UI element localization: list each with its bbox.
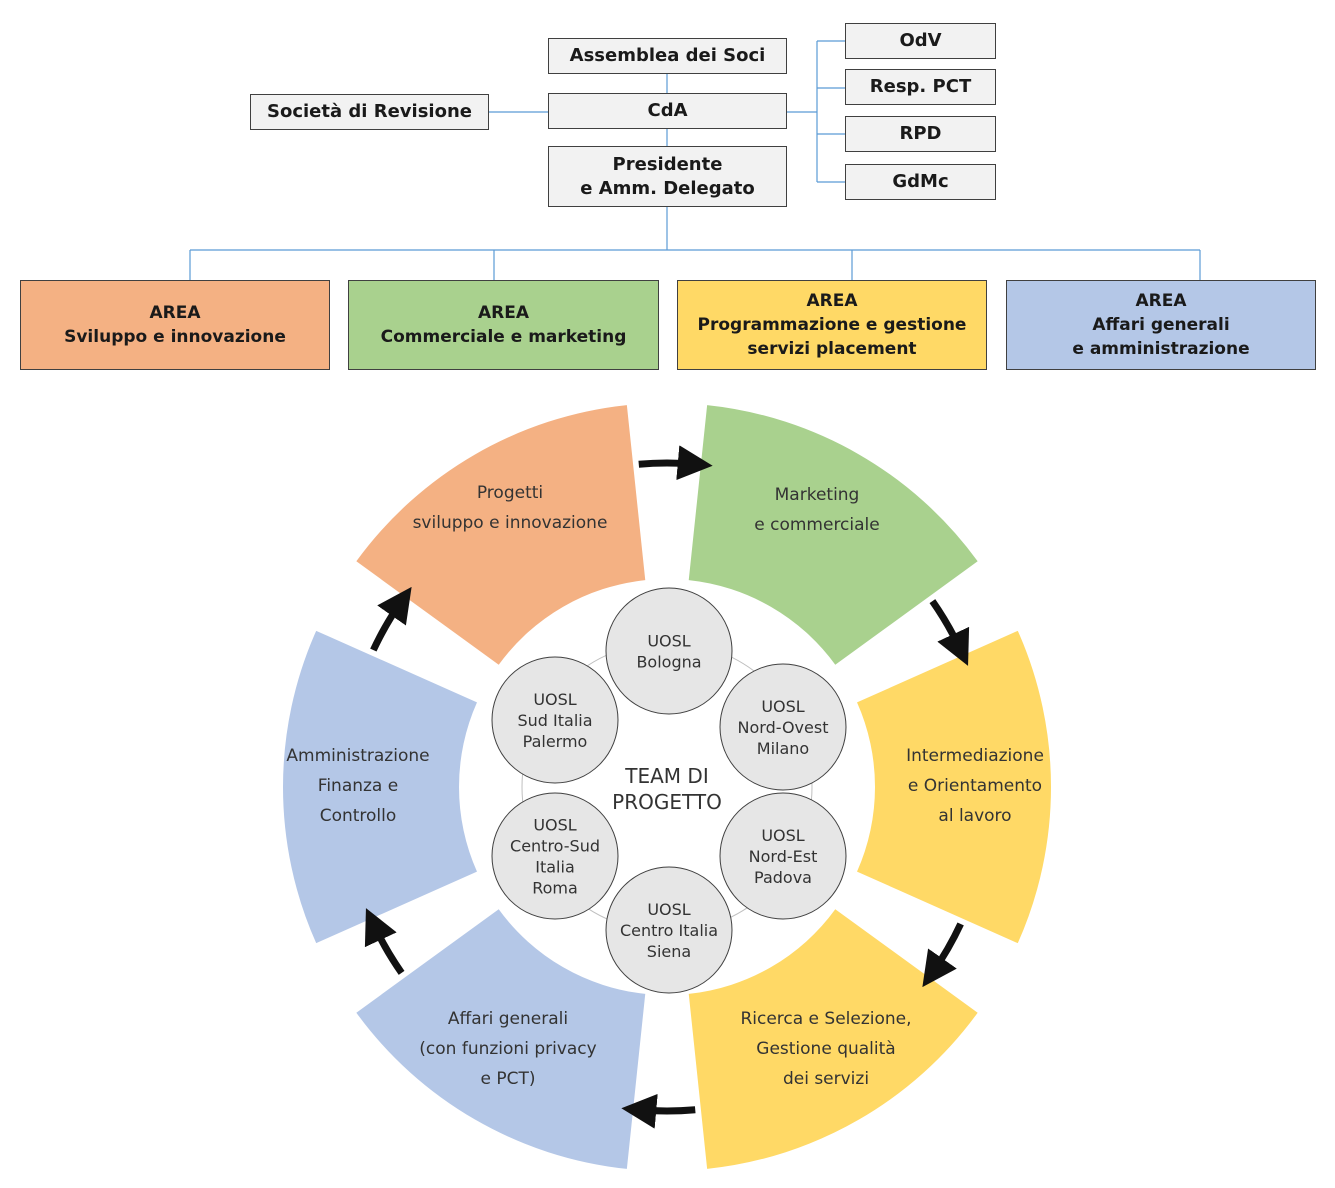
org-connectors <box>189 40 1201 281</box>
arrow-progetti-to-marketing <box>638 445 713 481</box>
segment-progetti <box>356 405 646 665</box>
assemblea-label: Assemblea dei Soci <box>569 45 766 66</box>
revisione-box: Società di Revisione <box>250 94 489 130</box>
rpd-box: RPD <box>845 116 996 152</box>
arrow-intermediazione-to-ricerca <box>922 922 964 988</box>
rpd-label: RPD <box>899 123 942 144</box>
odv-box: OdV <box>845 23 996 59</box>
uosl-milano-circle <box>719 663 847 791</box>
area-commerciale-label: AREA Commerciale e marketing <box>380 303 627 347</box>
uosl-roma-circle <box>491 792 619 920</box>
area-affari-box: AREA Affari generali e amministrazione <box>1006 280 1316 370</box>
uosl-siena-circle <box>605 866 733 994</box>
arrow-amministrazione-to-progetti <box>370 586 412 652</box>
uosl-bologna-circle <box>605 587 733 715</box>
gdmc-box: GdMc <box>845 164 996 200</box>
area-affari-label: AREA Affari generali e amministrazione <box>1072 291 1250 359</box>
arrow-affari-to-amministrazione <box>364 908 405 975</box>
area-sviluppo-box: AREA Sviluppo e innovazione <box>20 280 330 370</box>
odv-label: OdV <box>899 30 942 51</box>
uosl-palermo-circle <box>491 656 619 784</box>
segment-amministrazione <box>283 630 477 944</box>
resp-pct-label: Resp. PCT <box>869 76 972 97</box>
assemblea-box: Assemblea dei Soci <box>548 38 787 74</box>
presidente-label: Presidente e Amm. Delegato <box>580 153 755 199</box>
gdmc-label: GdMc <box>892 171 949 192</box>
segment-marketing <box>688 405 978 665</box>
cda-label: CdA <box>647 100 688 121</box>
area-programmazione-label: AREA Programmazione e gestione servizi p… <box>697 291 967 359</box>
uosl-padova-circle <box>719 792 847 920</box>
area-commerciale-box: AREA Commerciale e marketing <box>348 280 659 370</box>
cda-box: CdA <box>548 93 787 129</box>
area-programmazione-box: AREA Programmazione e gestione servizi p… <box>677 280 987 370</box>
area-sviluppo-label: AREA Sviluppo e innovazione <box>64 303 286 347</box>
resp-pct-box: Resp. PCT <box>845 69 996 105</box>
segment-intermediazione <box>857 630 1051 944</box>
segment-affari-generali <box>356 909 646 1169</box>
presidente-box: Presidente e Amm. Delegato <box>548 146 787 207</box>
segment-ricerca <box>688 909 978 1169</box>
arrow-marketing-to-intermediazione <box>929 599 970 666</box>
revisione-label: Società di Revisione <box>267 101 472 122</box>
arrow-ricerca-to-affari <box>621 1093 696 1129</box>
